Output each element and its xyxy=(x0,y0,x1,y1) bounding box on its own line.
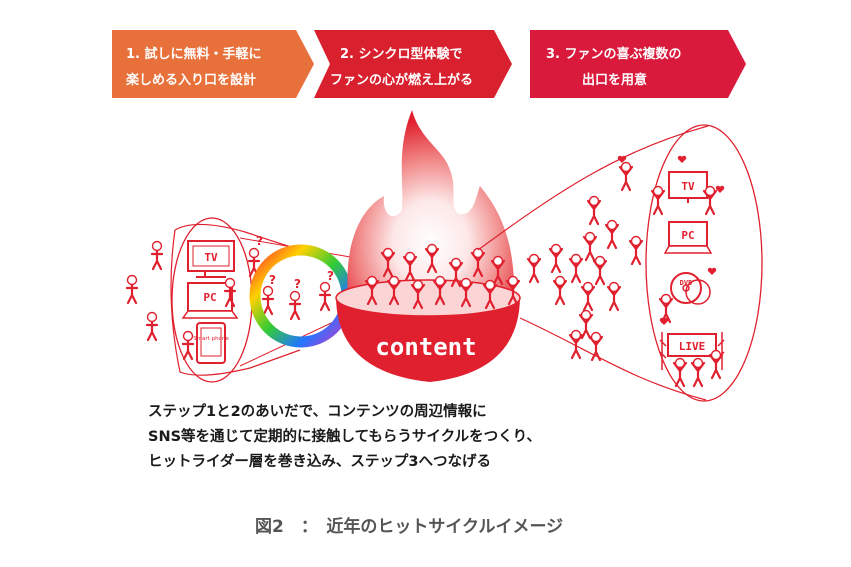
svg-text:?: ? xyxy=(327,269,334,283)
step-3-line1: 3. ファンの喜ぶ複数の xyxy=(546,46,682,62)
svg-text:?: ? xyxy=(269,273,276,287)
left-phone-label: Smart phone xyxy=(193,336,229,342)
step-3-banner: 3. ファンの喜ぶ複数の 出口を用意 xyxy=(530,30,746,98)
step-1-line1: 1. 試しに無料・手軽に xyxy=(126,46,262,62)
person-icon xyxy=(606,281,622,312)
right-live-stage: LIVE xyxy=(659,332,725,370)
right-tv-label: TV xyxy=(681,180,695,193)
person-icon xyxy=(708,349,724,380)
person-icon xyxy=(582,231,598,262)
right-dvd-label: DVD xyxy=(680,279,693,287)
step-1-line2: 楽しめる入り口を設計 xyxy=(125,72,256,88)
person-icon xyxy=(548,243,564,274)
person-icon xyxy=(150,240,164,271)
caption-line-2: SNS等を通じて定期的に接触してもらうサイクルをつくり、 xyxy=(148,429,542,445)
step-2-line1: 2. シンクロ型体験で xyxy=(340,46,463,62)
right-live-label: LIVE xyxy=(679,340,706,353)
right-dvd: DVD xyxy=(670,272,711,305)
person-icon xyxy=(318,281,332,312)
left-tv: TV xyxy=(187,240,235,278)
person-icon xyxy=(672,357,688,388)
caption: ステップ1と2のあいだで、コンテンツの周辺情報に SNS等を通じて定期的に接触し… xyxy=(148,400,708,475)
left-figures: ? ? ? ? xyxy=(125,234,334,361)
person-icon xyxy=(552,275,568,306)
svg-text:?: ? xyxy=(294,277,301,291)
step-2-arrow xyxy=(314,30,512,98)
person-icon xyxy=(526,253,542,284)
step-3-line2: 出口を用意 xyxy=(582,72,647,88)
heart-icon xyxy=(715,185,725,193)
person-icon xyxy=(592,255,608,286)
person-icon xyxy=(181,330,195,361)
person-icon xyxy=(568,329,584,360)
step-3-arrow xyxy=(530,30,746,98)
step-2-line2: ファンの心が燃え上がる xyxy=(330,72,473,88)
person-icon xyxy=(618,161,634,192)
person-icon xyxy=(586,195,602,226)
person-icon xyxy=(261,285,275,316)
left-pc-label: PC xyxy=(203,291,216,304)
person-icon xyxy=(568,253,584,284)
content-bowl: content xyxy=(335,279,521,382)
person-icon xyxy=(628,235,644,266)
figure-title: 図2 ： 近年のヒットサイクルイメージ xyxy=(255,517,564,537)
person-icon xyxy=(288,290,302,321)
heart-icon xyxy=(677,155,687,163)
content-flame xyxy=(347,110,515,300)
right-tv: TV xyxy=(668,171,708,203)
person-icon xyxy=(580,281,596,312)
exit-ellipse xyxy=(645,124,763,402)
heart-icon xyxy=(707,267,717,275)
person-icon xyxy=(702,185,718,216)
step-1-banner: 1. 試しに無料・手軽に 楽しめる入り口を設計 xyxy=(112,30,314,98)
caption-line-3: ヒットライダー層を巻き込み、ステップ3へつなげる xyxy=(148,454,492,470)
right-pc-label: PC xyxy=(681,229,694,242)
step-2-banner: 2. シンクロ型体験で ファンの心が燃え上がる xyxy=(314,30,512,98)
person-icon xyxy=(145,311,159,342)
person-icon xyxy=(578,309,594,340)
exit-funnel xyxy=(477,124,763,402)
svg-text:?: ? xyxy=(256,234,263,248)
left-smartphone: Smart phone xyxy=(193,322,229,364)
left-pc: PC xyxy=(181,282,239,319)
right-pc: PC xyxy=(663,221,713,254)
person-icon xyxy=(650,185,666,216)
person-icon xyxy=(604,219,620,250)
content-label: content xyxy=(375,333,476,361)
left-tv-label: TV xyxy=(204,251,218,264)
person-icon xyxy=(690,357,706,388)
person-icon xyxy=(125,274,139,305)
step-1-arrow xyxy=(112,30,314,98)
caption-line-1: ステップ1と2のあいだで、コンテンツの周辺情報に xyxy=(148,404,487,420)
